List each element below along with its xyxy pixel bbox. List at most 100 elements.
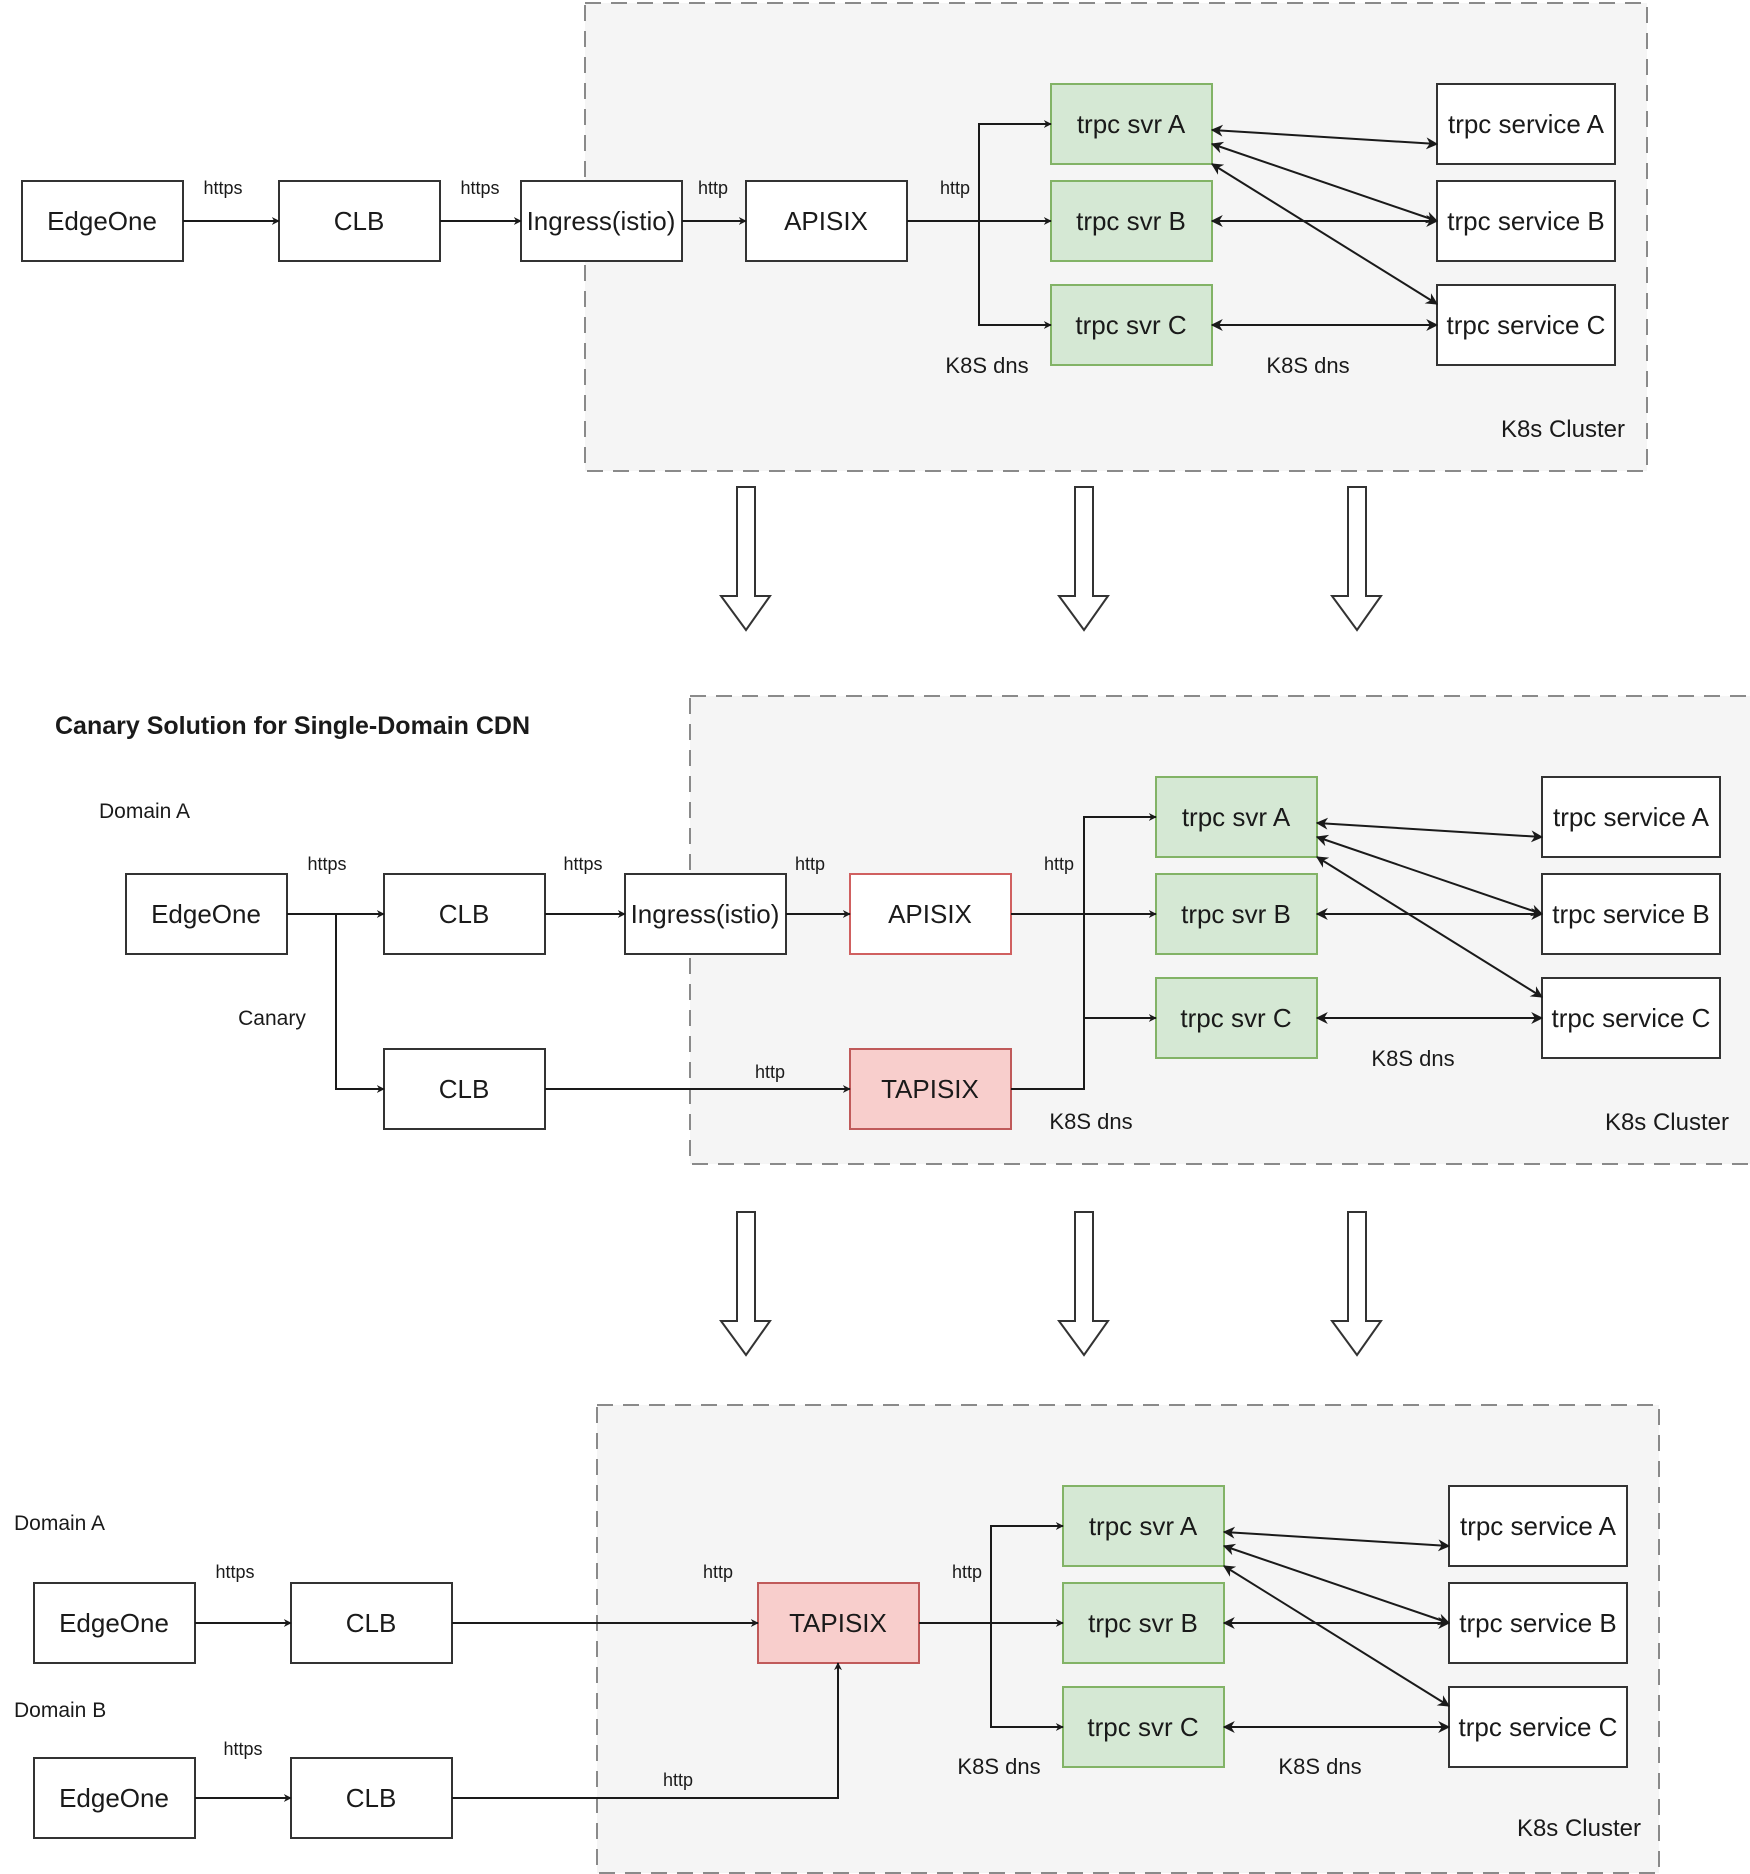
svg-text:APISIX: APISIX [888, 899, 972, 929]
down-arrow-icon [1057, 486, 1110, 632]
edge-clb-b-tapisix [452, 1662, 842, 1799]
trpc-svr-c-node: trpc svr C [1155, 977, 1318, 1059]
trpc-svr-a-node: trpc svr A [1155, 776, 1318, 858]
canary-label: Canary [238, 1007, 306, 1030]
svg-text:TAPISIX: TAPISIX [881, 1074, 979, 1104]
edge-apisix-svr-c [978, 221, 1052, 329]
trpc-service-c-node: trpc service C [1448, 1686, 1628, 1768]
svg-text:trpc service B: trpc service B [1552, 899, 1710, 929]
svg-text:trpc svr A: trpc svr A [1089, 1511, 1198, 1541]
k8s-dns-label: K8S dns [945, 353, 1028, 378]
svg-text:trpc svr B: trpc svr B [1181, 899, 1291, 929]
trpc-svr-a-node: trpc svr A [1062, 1485, 1225, 1567]
edge-svr-a-svc-a [1210, 124, 1439, 150]
clb-node: CLB [383, 873, 546, 955]
svg-text:Ingress(istio): Ingress(istio) [631, 899, 780, 929]
svg-text:trpc service C: trpc service C [1552, 1003, 1711, 1033]
edge-svr-a-svc-a [1222, 1526, 1451, 1552]
cluster-label: K8s Cluster [1605, 1109, 1729, 1136]
trpc-svr-b-node: trpc svr B [1062, 1582, 1225, 1664]
trpc-service-b-node: trpc service B [1448, 1582, 1628, 1664]
edgeone-node: EdgeOne [21, 180, 184, 262]
svg-text:trpc svr C: trpc svr C [1180, 1003, 1291, 1033]
svg-text:trpc service B: trpc service B [1459, 1608, 1617, 1638]
trpc-service-c-node: trpc service C [1436, 284, 1616, 366]
k8s-dns-label: K8S dns [1278, 1754, 1361, 1779]
clb-node: CLB [290, 1582, 453, 1664]
clb-node: CLB [290, 1757, 453, 1839]
edge-edgeone-clb-canary [335, 914, 385, 1093]
http-label: http [755, 1062, 785, 1082]
svg-text:trpc svr A: trpc svr A [1077, 109, 1186, 139]
trpc-service-c-node: trpc service C [1541, 977, 1721, 1059]
cluster-label: K8s Cluster [1501, 416, 1625, 443]
tapisix-node: TAPISIX [849, 1048, 1012, 1130]
svg-text:trpc svr A: trpc svr A [1182, 802, 1291, 832]
svg-text:CLB: CLB [346, 1608, 397, 1638]
transition-arrows [719, 1211, 1383, 1357]
edge-apisix-svr-a [978, 120, 1052, 221]
http-label: http [703, 1562, 733, 1582]
https-label: https [215, 1562, 254, 1582]
svg-text:trpc service C: trpc service C [1447, 310, 1606, 340]
edgeone-node: EdgeOne [33, 1757, 196, 1839]
apisix-node: APISIX [849, 873, 1012, 955]
https-label: https [460, 178, 499, 198]
https-label: https [307, 854, 346, 874]
https-label: https [203, 178, 242, 198]
svg-text:CLB: CLB [439, 899, 490, 929]
tapisix-node: TAPISIX [757, 1582, 920, 1664]
down-arrow-icon [719, 486, 772, 632]
svg-text:EdgeOne: EdgeOne [47, 206, 157, 236]
svg-text:CLB: CLB [346, 1783, 397, 1813]
svg-text:TAPISIX: TAPISIX [789, 1608, 887, 1638]
trpc-service-a-node: trpc service A [1541, 776, 1721, 858]
clb-canary-node: CLB [383, 1048, 546, 1130]
svg-text:trpc svr B: trpc svr B [1076, 206, 1186, 236]
down-arrow-icon [1057, 1211, 1110, 1357]
svg-text:trpc svr C: trpc svr C [1087, 1712, 1198, 1742]
ingress-node: Ingress(istio) [624, 873, 787, 955]
trpc-service-b-node: trpc service B [1541, 873, 1721, 955]
domain-label: Domain A [99, 800, 190, 823]
down-arrow-icon [1330, 486, 1383, 632]
svg-text:EdgeOne: EdgeOne [59, 1608, 169, 1638]
svg-text:trpc svr B: trpc svr B [1088, 1608, 1198, 1638]
edge-apisix-svr-a [1083, 813, 1157, 914]
diagram-title: Canary Solution for Single-Domain CDN [55, 712, 530, 740]
domain-label: Domain A [14, 1512, 105, 1535]
clb-node: CLB [278, 180, 441, 262]
transition-arrows [719, 486, 1383, 632]
svg-text:APISIX: APISIX [784, 206, 868, 236]
edge-svr-a-svc-c [1210, 163, 1439, 305]
svg-text:trpc svr C: trpc svr C [1075, 310, 1186, 340]
http-label: http [663, 1770, 693, 1790]
down-arrow-icon [719, 1211, 772, 1357]
edgeone-node: EdgeOne [33, 1582, 196, 1664]
http-label: http [940, 178, 970, 198]
svg-text:Ingress(istio): Ingress(istio) [527, 206, 676, 236]
apisix-node: APISIX [745, 180, 908, 262]
svg-text:trpc service C: trpc service C [1459, 1712, 1618, 1742]
svg-text:CLB: CLB [439, 1074, 490, 1104]
edge-tapisix-svr-c [990, 1623, 1064, 1731]
https-label: https [563, 854, 602, 874]
svg-text:trpc service B: trpc service B [1447, 206, 1605, 236]
down-arrow-icon [1330, 1211, 1383, 1357]
edge-svr-a-svc-a [1315, 817, 1544, 843]
trpc-svr-b-node: trpc svr B [1050, 180, 1213, 262]
trpc-svr-c-node: trpc svr C [1050, 284, 1213, 366]
http-label: http [952, 1562, 982, 1582]
trpc-svr-a-node: trpc svr A [1050, 83, 1213, 165]
svg-text:EdgeOne: EdgeOne [59, 1783, 169, 1813]
trpc-service-a-node: trpc service A [1436, 83, 1616, 165]
svg-text:CLB: CLB [334, 206, 385, 236]
edge-tapisix-svr-a [990, 1522, 1064, 1623]
trpc-svr-b-node: trpc svr B [1155, 873, 1318, 955]
trpc-svr-c-node: trpc svr C [1062, 1686, 1225, 1768]
edgeone-node: EdgeOne [125, 873, 288, 955]
domain-label: Domain B [14, 1699, 106, 1722]
edge-svr-a-svc-c [1315, 856, 1544, 998]
edge-tapisix-svr [1011, 1018, 1085, 1090]
